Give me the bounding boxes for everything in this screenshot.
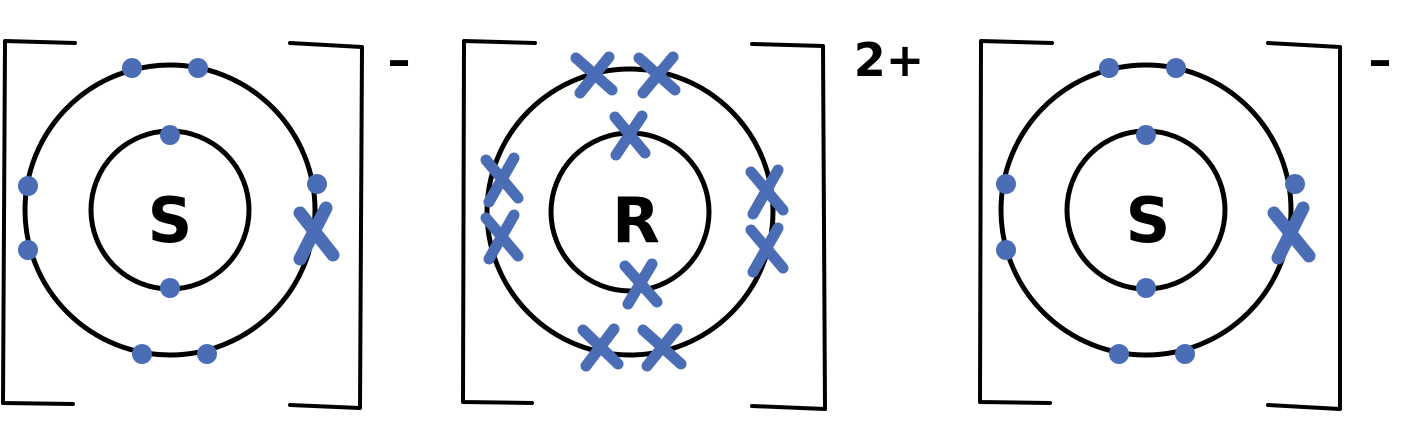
electron-cross [745,222,789,278]
outer-shell [22,62,318,358]
electron-dot [1099,58,1119,78]
ion-charge: – [1369,33,1392,87]
electron-dot [132,344,152,364]
electron-dot [18,176,38,196]
electron-dot [18,240,38,260]
right-bracket [288,41,364,410]
electron-dot [1175,344,1195,364]
ion-charge: 2+ [854,33,925,87]
ion-left: S – [1,33,411,410]
electron-dot [1136,278,1156,298]
electron-cross [745,164,789,220]
electron-dot [1166,58,1186,78]
left-bracket [461,39,537,405]
electron-cross [570,51,618,99]
electron-cross [1267,201,1316,265]
electron-cross [609,110,651,161]
electron-cross [633,51,681,99]
left-bracket [1,39,77,406]
electron-dot [1136,125,1156,145]
electron-cross [619,258,663,310]
right-bracket [750,42,827,411]
electron-dot [160,125,180,145]
electron-dot [307,174,327,194]
electron-dot [1285,174,1305,194]
electron-dot [996,174,1016,194]
electron-cross [293,201,340,266]
left-bracket [978,39,1054,405]
atom-symbol: R [612,184,660,257]
electron-dot [197,344,217,364]
atom-symbol: S [1126,184,1171,257]
electron-dot [188,58,208,78]
right-bracket [1266,41,1342,411]
electron-dot [1109,344,1129,364]
outer-shell [484,66,776,358]
electron-dot [996,240,1016,260]
electron-cross [637,323,687,372]
ion-right: S – [978,33,1392,411]
electron-cross [480,152,524,208]
atom-symbol: S [148,184,193,257]
ion-center: R 2+ [461,33,925,411]
outer-shell [998,62,1294,358]
ion-charge: – [388,33,411,87]
electron-cross [480,209,524,265]
electron-cross [577,323,624,372]
electron-dot [122,58,142,78]
electron-dot [160,278,180,298]
